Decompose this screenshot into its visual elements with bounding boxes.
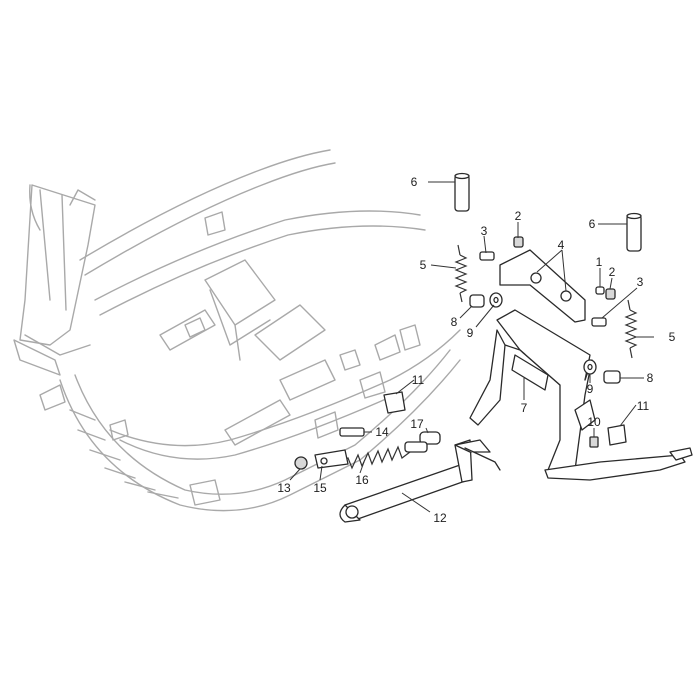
callout-5-right: 5: [669, 330, 676, 344]
bolt-2a: [513, 236, 524, 248]
nut-8b: [603, 370, 621, 384]
spring-16: [339, 445, 411, 470]
spring-5b: [624, 299, 638, 359]
plate-15: [314, 449, 349, 469]
callout-8-right: 8: [647, 371, 654, 385]
bolt-2b: [605, 288, 616, 300]
callout-4: 4: [558, 238, 565, 252]
bolt-3b: [591, 317, 607, 327]
callout-labels: 6 6 3 2 4 1 2 3 5 5 8 9 9 8 7 11 11 10 1…: [277, 175, 675, 525]
callout-2-left: 2: [515, 209, 522, 223]
callout-9-right: 9: [587, 382, 594, 396]
bushing-17: [419, 431, 441, 445]
callout-8-left: 8: [451, 315, 458, 329]
callout-10: 10: [587, 415, 601, 429]
callout-9-left: 9: [467, 326, 474, 340]
bolt-3a: [479, 251, 495, 261]
callout-6-right: 6: [589, 217, 596, 231]
stud-wide: [404, 441, 428, 453]
callout-5-left: 5: [420, 258, 427, 272]
callout-11-left: 11: [412, 373, 425, 387]
scooter-frame: [13, 149, 461, 512]
stand-bracket: [499, 249, 586, 323]
rubber-stop-11a: [383, 391, 406, 414]
pin-6b: [626, 212, 642, 252]
callout-6-top-left: 6: [411, 175, 418, 189]
nut-8a: [469, 294, 485, 308]
callout-17: 17: [410, 417, 424, 431]
callout-1: 1: [596, 255, 603, 269]
callout-3-left: 3: [481, 224, 488, 238]
washer-9a: [489, 292, 503, 308]
spring-5a: [454, 244, 468, 303]
callout-3-right: 3: [637, 275, 644, 289]
callout-11-right: 11: [637, 399, 650, 413]
nut-13: [294, 456, 308, 470]
callout-15: 15: [313, 481, 327, 495]
side-stand: [339, 439, 501, 523]
callout-12: 12: [433, 511, 447, 525]
callout-13: 13: [277, 481, 291, 495]
callout-7: 7: [521, 401, 528, 415]
bolt-1: [595, 286, 605, 295]
callout-14: 14: [375, 425, 389, 439]
pin-6a: [454, 172, 470, 212]
leader-lines: [289, 181, 654, 513]
callout-2-right: 2: [609, 265, 616, 279]
screw-10: [589, 436, 599, 448]
washer-9b: [583, 359, 597, 375]
center-stand: [469, 309, 693, 481]
callout-16: 16: [355, 473, 369, 487]
bolt-14: [339, 427, 365, 437]
rubber-stop-11b: [607, 424, 627, 446]
